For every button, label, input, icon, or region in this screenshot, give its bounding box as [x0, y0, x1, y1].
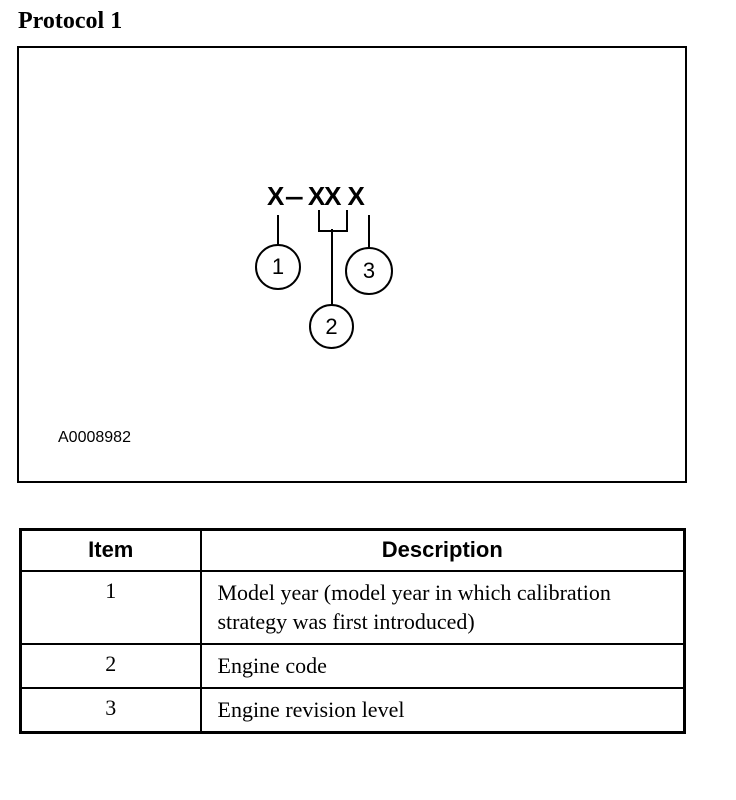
table-header-row: Item Description: [19, 528, 686, 572]
description-text: Engine code: [217, 653, 327, 678]
item-number-cell: 2: [19, 643, 202, 689]
item-description-table: Item Description 1 Model year (model yea…: [19, 528, 686, 734]
item-number-cell: 3: [19, 687, 202, 734]
description-cell: Model year (model year in which calibrat…: [199, 570, 686, 645]
callout-3-leader-line: [368, 215, 370, 249]
callout-2-leader-line: [331, 229, 333, 306]
column-header-description: Description: [199, 528, 686, 572]
table-row: 2 Engine code: [19, 643, 686, 689]
callout-circle-1: 1: [255, 244, 301, 290]
callout-2-bracket: [318, 210, 348, 232]
callout-1-number: 1: [271, 254, 285, 279]
description-text: Engine revision level: [217, 697, 405, 722]
code-part-engine-code: XX: [307, 181, 342, 211]
code-dash: –: [285, 181, 304, 211]
description-cell: Engine revision level: [199, 687, 686, 734]
table-row: 3 Engine revision level: [19, 687, 686, 734]
callout-circle-2: 2: [309, 304, 354, 349]
figure-id-label: A0008982: [58, 429, 131, 446]
callout-1-leader-line: [277, 215, 279, 246]
callout-3-number: 3: [362, 258, 376, 283]
callout-circle-3: 3: [345, 247, 393, 295]
column-header-item: Item: [19, 528, 202, 572]
table-row: 1 Model year (model year in which calibr…: [19, 570, 686, 645]
code-part-revision: X: [347, 181, 365, 211]
page-title: Protocol 1: [18, 8, 123, 34]
item-number-cell: 1: [19, 570, 202, 645]
description-text: Model year (model year in which calibrat…: [217, 580, 611, 634]
code-part-model-year: X: [267, 181, 285, 211]
callout-2-number: 2: [325, 313, 338, 339]
description-cell: Engine code: [199, 643, 686, 689]
